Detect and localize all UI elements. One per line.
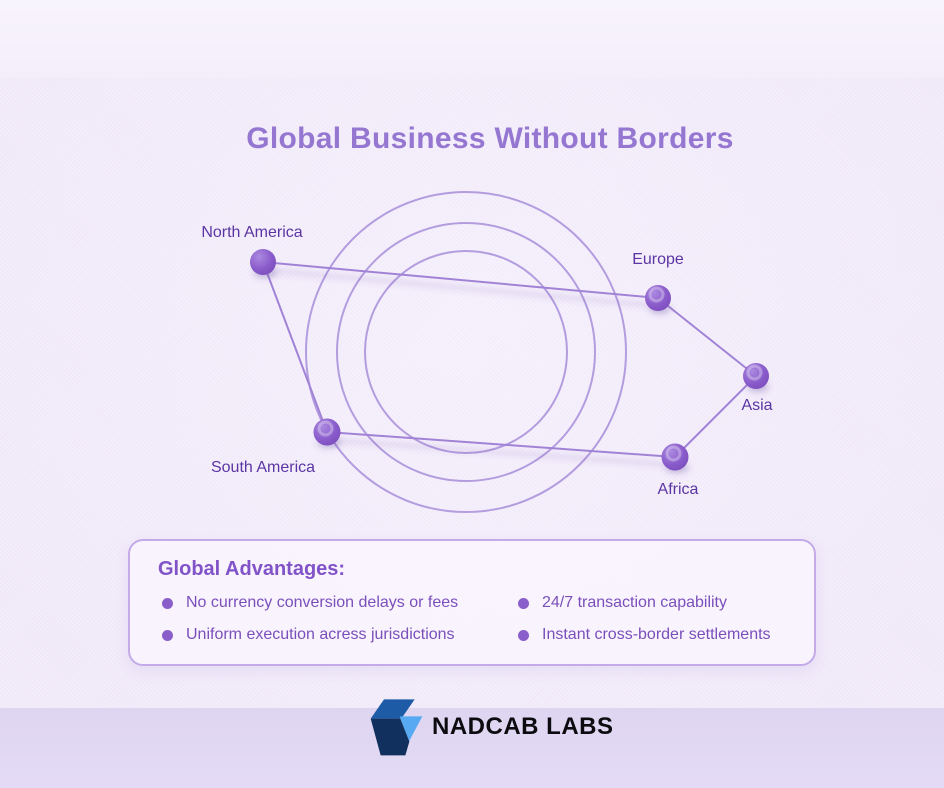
connection-na-sa [262, 261, 328, 433]
advantages-list: No currency conversion delays or fees 24… [162, 594, 814, 644]
brand-logo-text: NADCAB LABS [432, 713, 614, 740]
network-nodes [250, 249, 769, 471]
node-label-africa: Africa [657, 481, 699, 498]
advantages-panel: Global Advantages: No currency conversio… [128, 539, 816, 666]
node-asia [743, 363, 769, 389]
advantage-text: No currency conversion delays or fees [186, 594, 459, 611]
node-south-america [313, 418, 341, 446]
advantage-text: Instant cross-border settlements [542, 626, 771, 643]
node-label-north-america: North America [201, 224, 303, 241]
advantage-text: 24/7 transaction capability [542, 594, 727, 611]
brand-logo: NADCAB LABS [368, 698, 614, 756]
node-label-europe: Europe [632, 251, 684, 268]
connection-sa-africa [326, 431, 676, 458]
list-item: 24/7 transaction capability [518, 594, 814, 612]
list-item: Uniform execution acress jurisdictions [162, 626, 518, 644]
bullet-icon [162, 597, 173, 609]
list-item: Instant cross-border settlements [518, 626, 814, 644]
connection-asia-africa [674, 375, 757, 458]
nadcab-logo-icon [370, 699, 423, 756]
node-label-asia: Asia [741, 397, 773, 414]
connection-na-europe [262, 261, 659, 299]
node-north-america [250, 249, 276, 275]
orbit-circles [305, 191, 627, 513]
bullet-icon [518, 629, 529, 641]
connection-line-shadows [264, 268, 678, 467]
top-strip [0, 0, 944, 78]
bullet-icon [518, 597, 529, 609]
bottom-band [0, 708, 944, 788]
orbit-circle-outer [305, 191, 627, 513]
advantages-heading: Global Advantages: [158, 558, 346, 580]
node-africa [661, 443, 689, 471]
connection-lines [262, 261, 757, 458]
advantage-text: Uniform execution acress jurisdictions [186, 626, 455, 643]
node-europe [645, 285, 671, 311]
node-label-south-america: South America [210, 459, 316, 476]
bullet-icon [162, 629, 173, 641]
orbit-circle-inner [364, 250, 568, 454]
orbit-circle-middle [336, 222, 596, 482]
list-item: No currency conversion delays or fees [162, 594, 518, 612]
page-title: Global Business Without Borders [246, 122, 734, 155]
connection-europe-asia [657, 297, 757, 377]
